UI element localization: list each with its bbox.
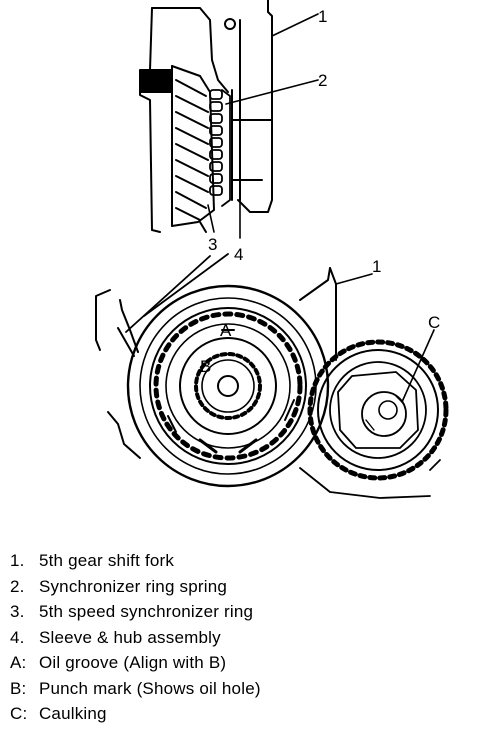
legend-text: Sleeve & hub assembly [38,627,221,647]
ring-spring-beads [209,89,231,207]
legend-item: 3. 5th speed synchronizer ring [10,599,470,625]
legend-item: 1. 5th gear shift fork [10,548,470,574]
legend-item: C: Caulking [10,701,470,727]
legend-text: 5th gear shift fork [38,551,175,570]
legend-text: 5th speed synchronizer ring [38,602,254,621]
legend-key: 1. [10,551,25,570]
callout-2: 2 [318,71,327,90]
legend-item: 2. Synchronizer ring spring [10,574,470,600]
legend-text: Caulking [38,704,107,723]
callout-3: 3 [208,235,217,254]
legend-item: 4. Sleeve & hub assembly [10,625,470,651]
callout-4: 4 [234,245,243,264]
legend-item: B: Punch mark (Shows oil hole) [10,676,470,702]
legend-key: 4. [10,627,25,647]
helical-gear [171,65,215,227]
legend-key: 3. [10,602,25,621]
legend-key: C: [10,704,28,723]
callout-a: A [220,321,232,340]
legend: 1. 5th gear shift fork 2. Synchronizer r… [10,548,470,727]
legend-text: Punch mark (Shows oil hole) [38,678,261,698]
upper-side-view [139,0,319,239]
callout-1-bottom: 1 [372,257,381,276]
callout-b: B [200,357,211,376]
transmission-diagram: 1 2 3 4 1 A B C [95,0,449,499]
legend-text: Oil groove (Align with B) [38,653,227,672]
synchronizer-assembly [126,284,330,488]
legend-key: A: [10,653,27,672]
legend-text: Synchronizer ring spring [38,576,228,596]
counter-gear [307,339,449,481]
lower-end-view [95,253,449,499]
legend-key: B: [10,678,27,698]
callout-c: C [428,313,440,332]
legend-key: 2. [10,576,25,596]
legend-item: A: Oil groove (Align with B) [10,650,470,676]
callout-1-top: 1 [318,7,327,26]
